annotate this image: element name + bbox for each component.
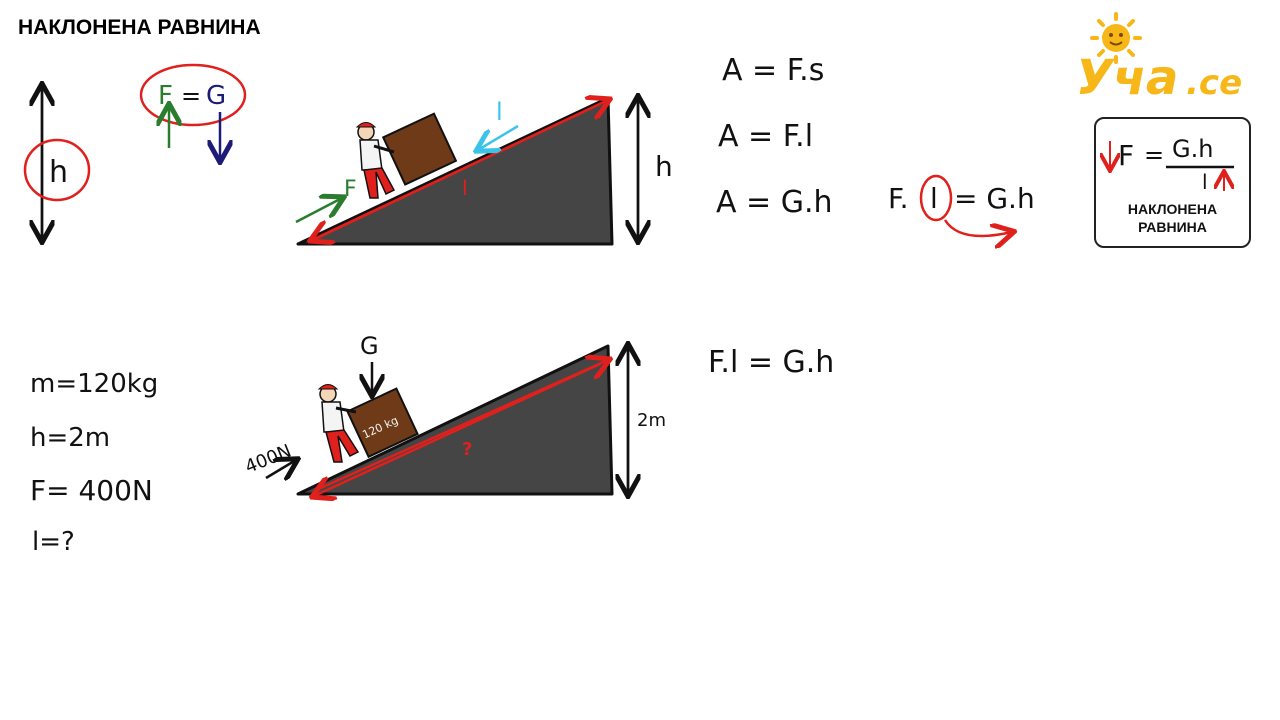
f-equals-g-formula: F = G bbox=[139, 63, 247, 160]
incline-bottom: ? 2m 120 kg G 400N bbox=[242, 332, 666, 496]
crate-bottom bbox=[346, 387, 419, 459]
card-eq: = bbox=[1144, 141, 1164, 169]
page-title: НАКЛОНЕНА РАВНИНА bbox=[18, 16, 261, 39]
f-label: F bbox=[158, 81, 173, 111]
relation-left: F. bbox=[888, 182, 909, 215]
card-caption-line2: РАВНИНА bbox=[1138, 219, 1207, 235]
work-formula-2: A = F.l bbox=[718, 119, 813, 154]
sun-icon bbox=[1090, 12, 1142, 64]
g-label: G bbox=[206, 81, 226, 111]
work-formula-3: A = G.h bbox=[716, 185, 833, 220]
F-label-top-incline: F bbox=[344, 177, 357, 202]
card-caption-line1: НАКЛОНЕНА bbox=[1127, 201, 1218, 217]
l-label-red-top: l bbox=[462, 176, 468, 200]
formula-card: F = G.h l НАКЛОНЕНА РАВНИНА bbox=[1094, 117, 1251, 248]
logo-text: Уча bbox=[1076, 50, 1178, 103]
bottom-equation: F.l = G.h bbox=[708, 345, 834, 380]
h-label-left: h bbox=[49, 155, 68, 190]
given-force: F= 400N bbox=[30, 474, 153, 507]
relation-formula: F. l = G.h bbox=[888, 174, 1035, 236]
crate-top bbox=[381, 112, 458, 186]
h-label-top-incline: h bbox=[655, 150, 673, 183]
card-denominator: l bbox=[1202, 170, 1208, 194]
length-unknown-label: ? bbox=[462, 439, 472, 460]
ucha-logo: Уча .се bbox=[1068, 8, 1268, 108]
incline-top: l h F l bbox=[295, 98, 673, 246]
force-400N-label: 400N bbox=[242, 441, 294, 478]
work-formula-1: A = F.s bbox=[722, 53, 824, 88]
l-label-cyan: l bbox=[496, 98, 503, 126]
given-length: l=? bbox=[32, 527, 75, 557]
height-arrow-left: h bbox=[23, 86, 91, 240]
worker-figure-top bbox=[355, 122, 396, 199]
relation-right: = G.h bbox=[954, 182, 1035, 215]
card-F: F bbox=[1118, 139, 1134, 172]
height-2m-label: 2m bbox=[637, 410, 666, 431]
work-formulas: A = F.s A = F.l A = G.h bbox=[716, 53, 833, 220]
eq-label: = bbox=[181, 82, 201, 110]
given-height: h=2m bbox=[30, 423, 110, 453]
G-label-bottom: G bbox=[360, 332, 379, 360]
card-numerator: G.h bbox=[1172, 135, 1213, 163]
logo-suffix: .се bbox=[1186, 63, 1242, 103]
given-mass: m=120kg bbox=[30, 369, 158, 399]
problem-givens: m=120kg h=2m F= 400N l=? bbox=[30, 369, 158, 557]
worker-figure-bottom bbox=[317, 384, 360, 463]
relation-l: l bbox=[930, 182, 938, 215]
